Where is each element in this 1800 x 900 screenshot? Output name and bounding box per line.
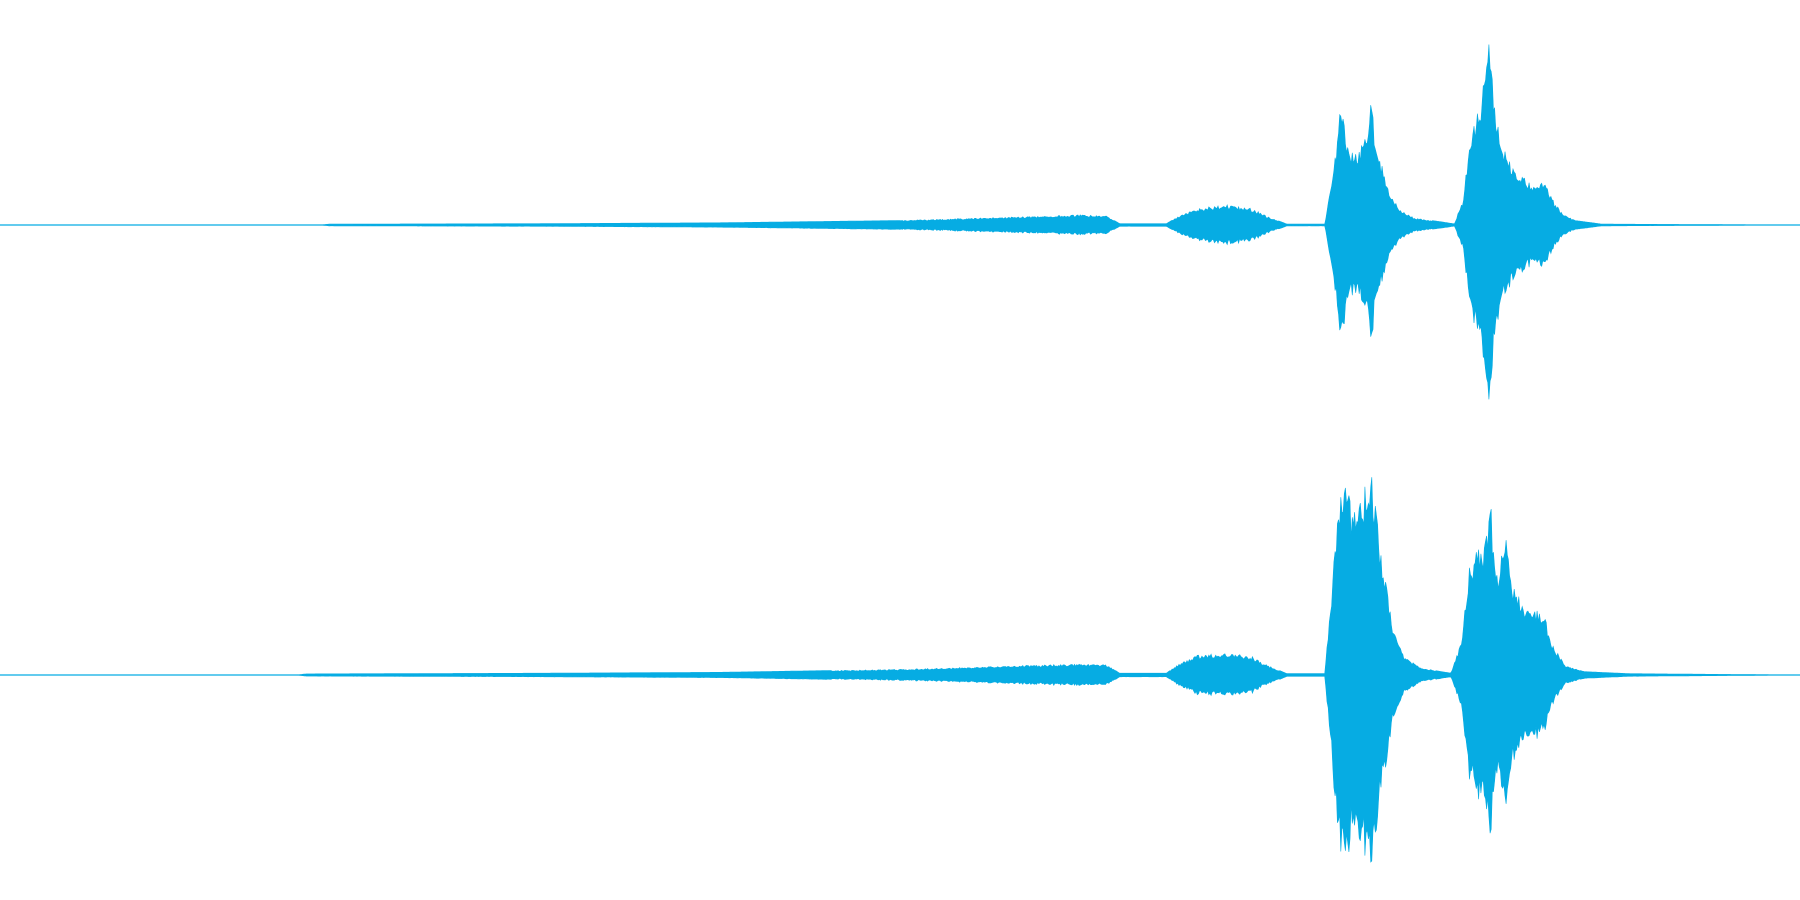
channel-2-waveform-path (0, 477, 1800, 863)
channel-1-waveform-path (0, 44, 1800, 400)
channel-1-waveform (0, 44, 1800, 400)
channel-2-waveform (0, 477, 1800, 863)
